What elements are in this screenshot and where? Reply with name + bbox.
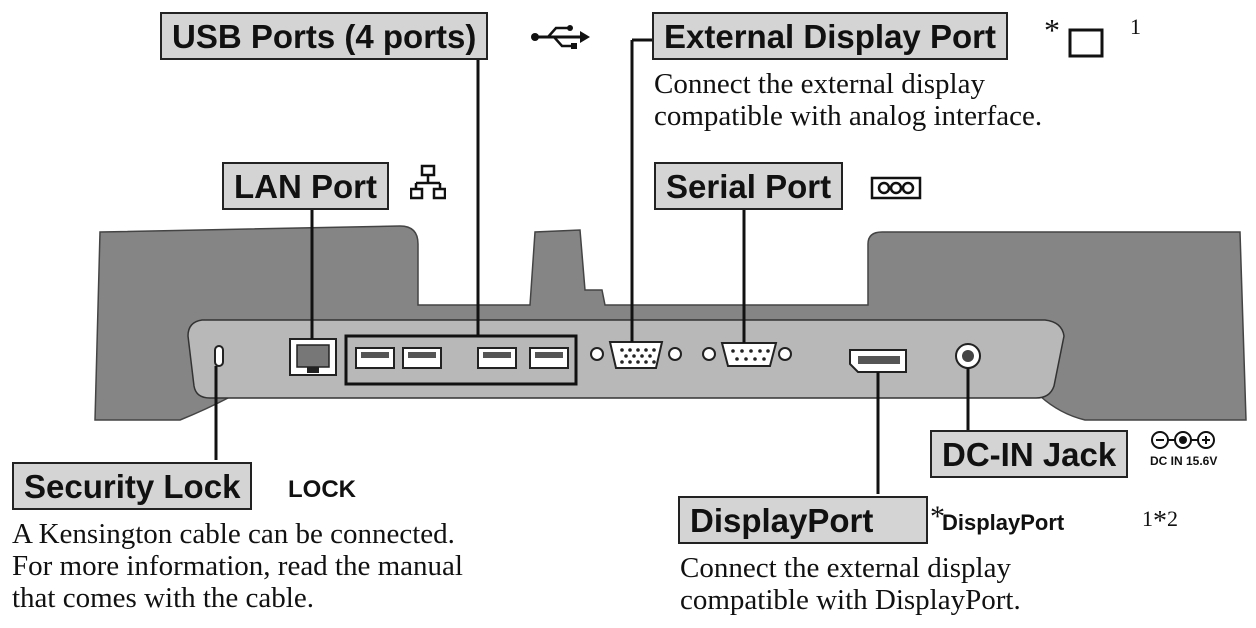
- security-lock-slot: [214, 345, 224, 367]
- external-display-asterisk: *: [1044, 12, 1060, 48]
- footnote-1-2-asterisk: *: [1153, 506, 1167, 537]
- security-lock-description: A Kensington cable can be connected. For…: [12, 518, 463, 614]
- network-icon: [410, 164, 446, 200]
- footnote-1-2: 1*2: [1142, 502, 1178, 537]
- serial-port-connector: [702, 342, 792, 367]
- displayport-label: DisplayPort: [678, 496, 928, 544]
- serial-port-label: Serial Port: [654, 162, 844, 210]
- footnote-1: 1: [1130, 14, 1141, 39]
- external-display-port-label: External Display Port: [652, 12, 1008, 60]
- security-desc-line: A Kensington cable can be connected.: [12, 518, 455, 550]
- displayport-asterisk: *: [930, 500, 945, 533]
- displayport-mark: DisplayPort: [942, 510, 1065, 535]
- monitor-icon: [1068, 28, 1104, 58]
- footnote-1-2-number: 1: [1142, 506, 1153, 531]
- leader-lines: [214, 38, 970, 494]
- security-desc-line: that comes with the cable.: [12, 582, 314, 614]
- external-display-desc-line: Connect the external display: [654, 68, 985, 100]
- displayport-desc-line: Connect the external display: [680, 552, 1011, 584]
- dc-in-jack-label: DC-IN Jack: [930, 430, 1129, 478]
- dc-polarity-icon: [1151, 431, 1215, 449]
- dc-in-connector: [955, 343, 981, 369]
- lock-mark: LOCK: [288, 476, 356, 503]
- vga-port-connector: [590, 341, 682, 369]
- usb-group-frame: [344, 334, 578, 386]
- security-desc-line: For more information, read the manual: [12, 550, 463, 582]
- displayport-connector: [849, 349, 907, 373]
- serial-icon: [870, 176, 922, 200]
- lan-port-connector: [289, 338, 337, 376]
- lan-port-label: LAN Port: [222, 162, 389, 210]
- footnote-2-number: 2: [1167, 506, 1178, 531]
- displayport-description: Connect the external display compatible …: [680, 552, 1021, 616]
- displayport-desc-line: compatible with DisplayPort.: [680, 584, 1021, 616]
- usb-ports-label: USB Ports (4 ports): [160, 12, 489, 60]
- security-lock-label: Security Lock: [12, 462, 253, 510]
- external-display-desc-line: compatible with analog interface.: [654, 100, 1043, 132]
- usb-icon: [531, 25, 590, 49]
- dc-in-rating: DC IN 15.6V: [1150, 454, 1218, 468]
- usb-port-connectors: [355, 347, 569, 369]
- external-display-description: Connect the external display compatible …: [654, 68, 1042, 132]
